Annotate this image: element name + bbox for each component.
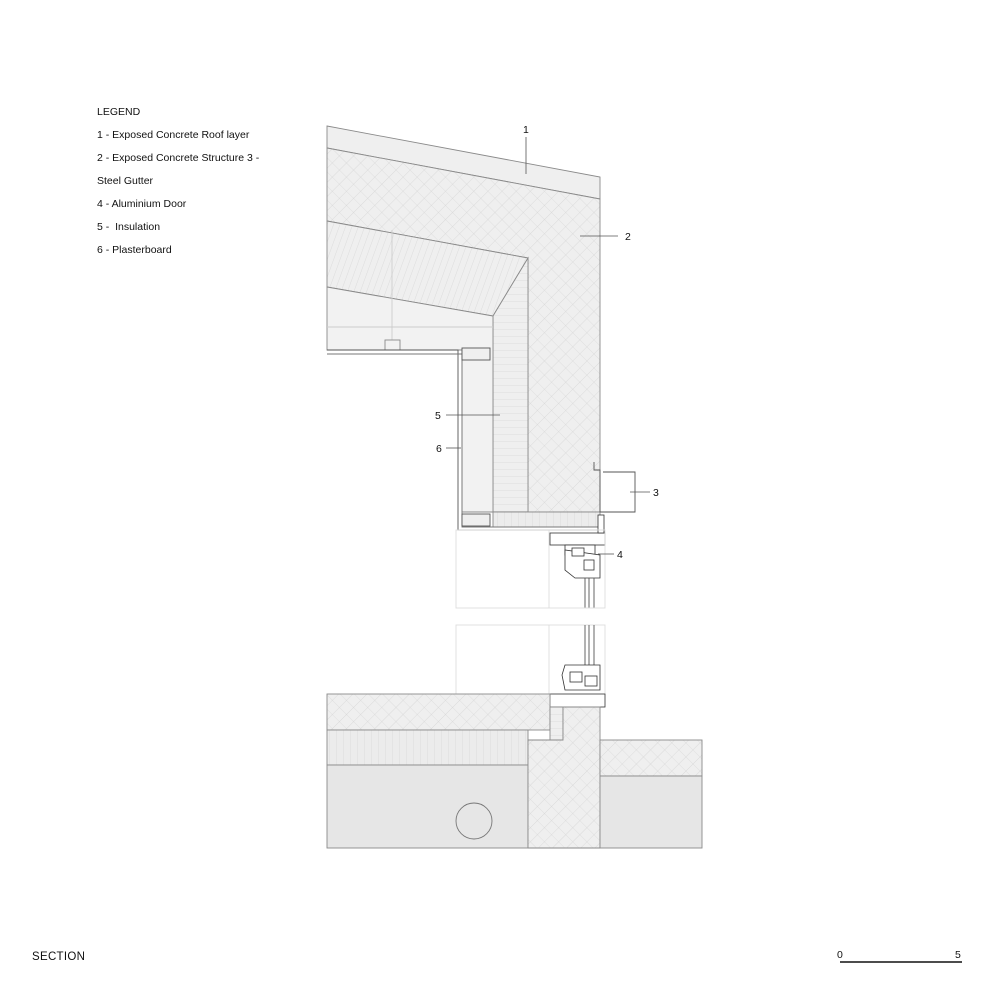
batten	[461, 513, 491, 527]
callout-3: 3	[653, 487, 659, 499]
callout-1: 1	[523, 124, 529, 136]
legend-item: 1 - Exposed Concrete Roof layer	[97, 129, 250, 141]
aluminium-door-sill	[549, 664, 606, 708]
exterior-ground	[599, 775, 703, 849]
legend-item: 5 - Insulation	[97, 221, 161, 233]
batten	[461, 347, 491, 361]
steel-gutter	[593, 462, 636, 513]
callout-5: 5	[435, 410, 441, 422]
callout-6: 6	[436, 443, 442, 455]
legend: LEGEND 1 - Exposed Concrete Roof layer 2…	[97, 105, 259, 266]
ground	[326, 764, 529, 849]
drain-pipe	[455, 802, 493, 840]
legend-heading: LEGEND	[97, 106, 141, 118]
aluminium-door-head	[549, 514, 606, 579]
scale-end: 5	[955, 949, 961, 961]
callout-2: 2	[625, 231, 631, 243]
exterior-paving	[599, 739, 703, 777]
foundation-wall	[527, 706, 601, 849]
scale-start: 0	[837, 949, 843, 961]
legend-item: Steel Gutter	[97, 175, 154, 187]
legend-item: 6 - Plasterboard	[97, 244, 172, 256]
drawing-title: SECTION	[32, 951, 86, 963]
legend-item: 2 - Exposed Concrete Structure 3 -	[97, 152, 260, 164]
scale-bar: 0 5	[837, 949, 962, 963]
soffit-insulation	[492, 511, 601, 528]
legend-item: 4 - Aluminium Door	[97, 198, 187, 210]
floor-insulation	[326, 729, 529, 766]
callout-4: 4	[617, 549, 623, 561]
ceiling-void	[326, 286, 494, 513]
floor-slab	[326, 693, 551, 731]
